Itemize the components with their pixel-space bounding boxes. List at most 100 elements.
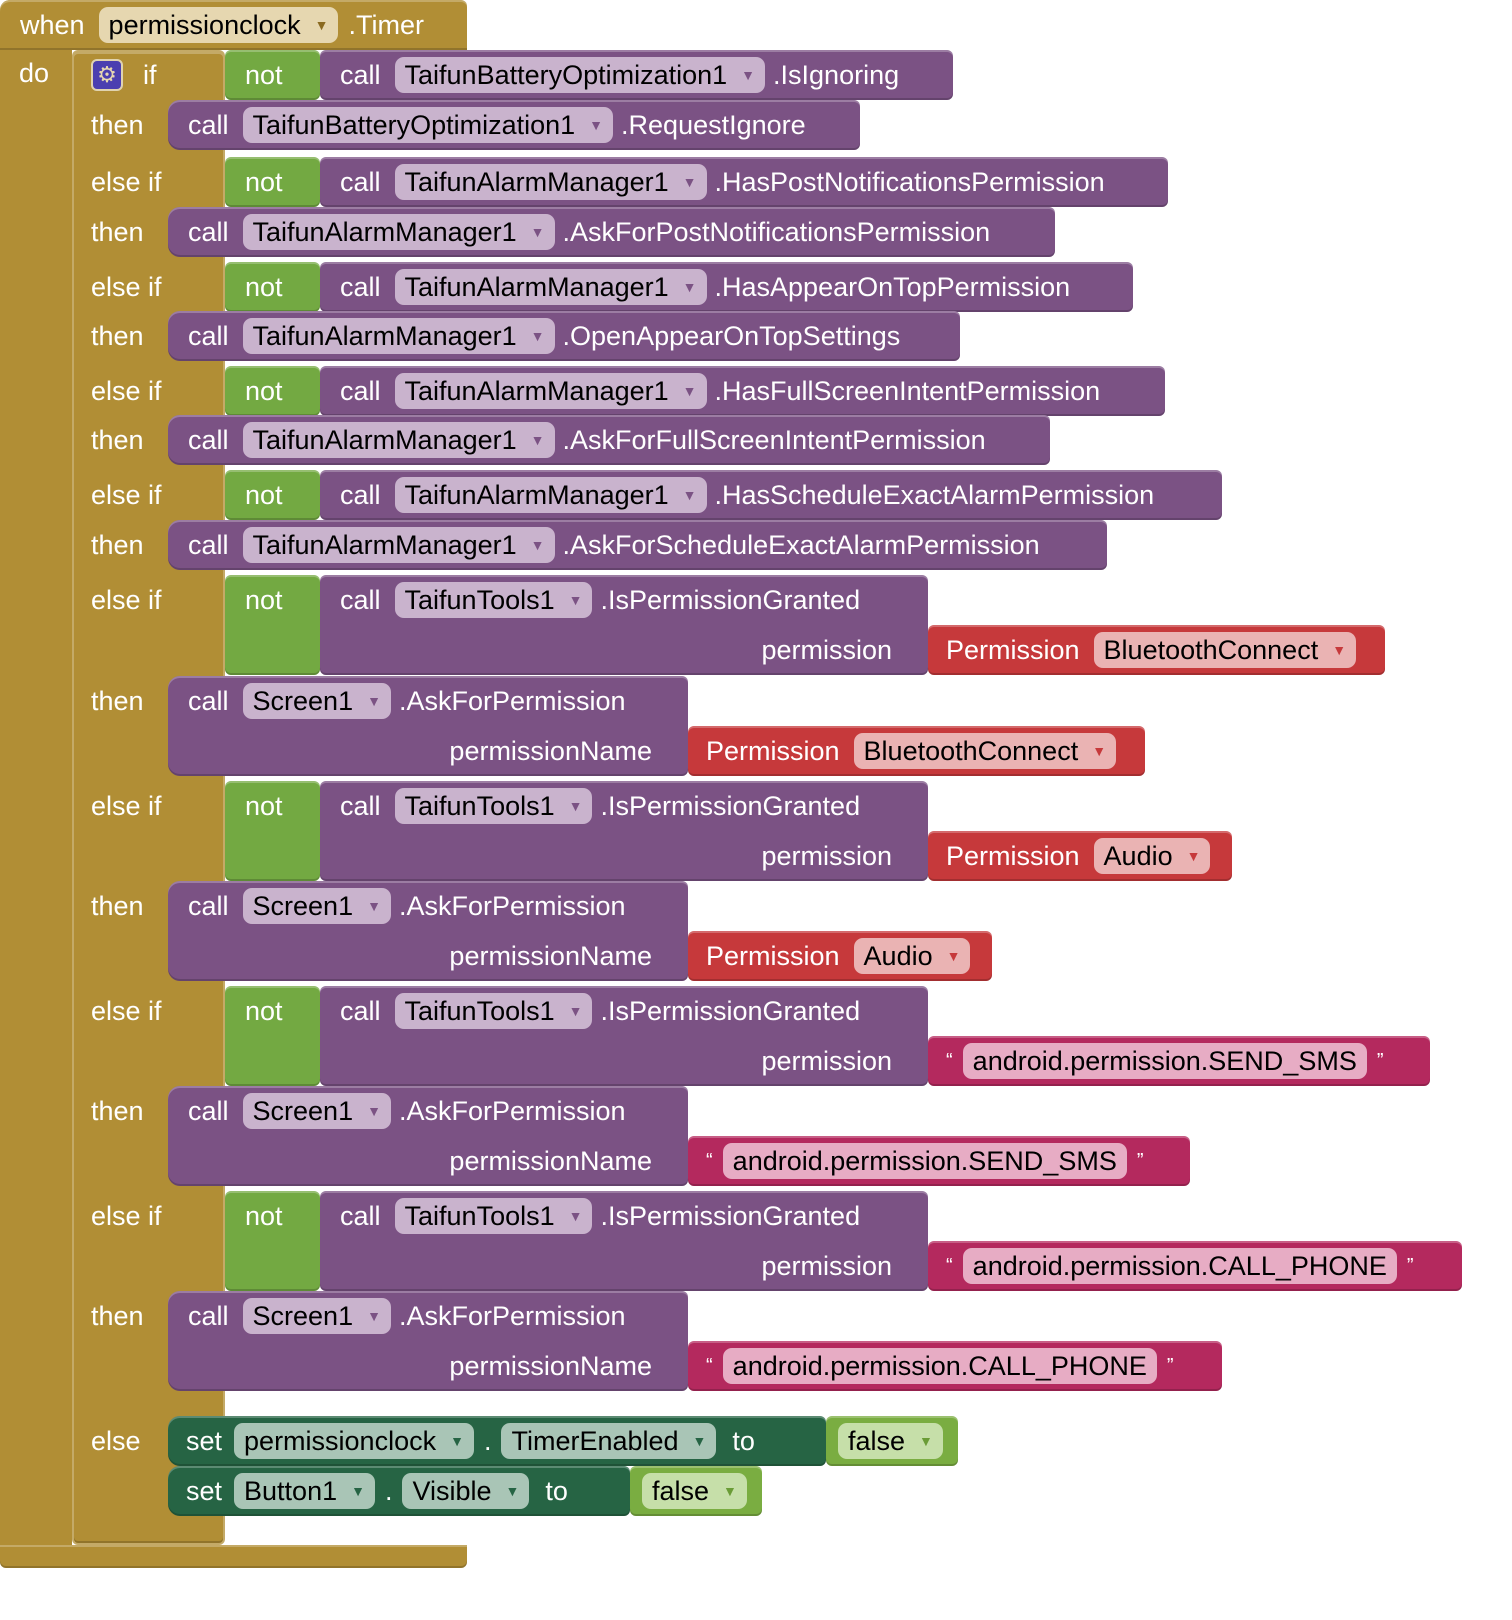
property-dropdown[interactable]: TimerEnabled▼ bbox=[501, 1423, 717, 1459]
boolean-dropdown[interactable]: false▼ bbox=[838, 1423, 943, 1459]
dropdown-value: TaifunAlarmManager1 bbox=[404, 479, 669, 510]
then-label: then bbox=[91, 1301, 144, 1331]
event-block-body bbox=[0, 0, 72, 1568]
component-dropdown[interactable]: TaifunAlarmManager1▼ bbox=[394, 269, 707, 305]
dropdown-arrow-icon: ▼ bbox=[741, 67, 756, 83]
permission-dropdown[interactable]: Audio▼ bbox=[1093, 838, 1211, 874]
dropdown-arrow-icon: ▼ bbox=[367, 1308, 381, 1324]
to-keyword: to bbox=[732, 1425, 755, 1456]
permission-dropdown[interactable]: Audio▼ bbox=[853, 938, 971, 974]
component-dropdown[interactable]: TaifunTools1▼ bbox=[394, 582, 593, 618]
boolean-dropdown[interactable]: false▼ bbox=[642, 1473, 747, 1509]
not-block[interactable]: not bbox=[225, 262, 320, 312]
text-value-field[interactable]: android.permission.SEND_SMS bbox=[962, 1043, 1367, 1079]
text-string-block[interactable]: “android.permission.CALL_PHONE” bbox=[928, 1241, 1462, 1291]
dropdown-arrow-icon: ▼ bbox=[530, 432, 545, 448]
property-dropdown[interactable]: Visible▼ bbox=[402, 1473, 530, 1509]
text-value-field[interactable]: android.permission.CALL_PHONE bbox=[962, 1248, 1397, 1284]
dropdown-value: TaifunAlarmManager1 bbox=[252, 320, 517, 351]
component-dropdown[interactable]: TaifunTools1▼ bbox=[394, 1198, 593, 1234]
component-dropdown[interactable]: TaifunBatteryOptimization1▼ bbox=[242, 107, 614, 143]
text-string-block[interactable]: “android.permission.CALL_PHONE” bbox=[688, 1341, 1222, 1391]
not-block[interactable]: not bbox=[225, 1191, 320, 1291]
component-dropdown[interactable]: TaifunAlarmManager1▼ bbox=[394, 373, 707, 409]
dropdown-arrow-icon: ▼ bbox=[568, 1208, 583, 1224]
boolean-block[interactable]: false▼ bbox=[630, 1466, 762, 1516]
not-block[interactable]: not bbox=[225, 986, 320, 1086]
permission-dropdown[interactable]: BluetoothConnect▼ bbox=[1093, 632, 1357, 668]
text-string-block[interactable]: “android.permission.SEND_SMS” bbox=[928, 1036, 1430, 1086]
then-label: then bbox=[91, 530, 144, 560]
not-block[interactable]: not bbox=[225, 366, 320, 416]
component-dropdown[interactable]: permissionclock▼ bbox=[98, 7, 339, 43]
dropdown-arrow-icon: ▼ bbox=[367, 898, 381, 914]
component-dropdown[interactable]: TaifunTools1▼ bbox=[394, 993, 593, 1029]
argument-label: permissionName bbox=[449, 1146, 652, 1176]
component-dropdown[interactable]: Button1▼ bbox=[234, 1473, 375, 1509]
open-quote: “ bbox=[946, 1254, 953, 1277]
dropdown-arrow-icon: ▼ bbox=[946, 948, 961, 964]
else-if-label: else if bbox=[91, 585, 162, 615]
not-block[interactable]: not bbox=[225, 157, 320, 207]
permission-dropdown[interactable]: BluetoothConnect▼ bbox=[853, 733, 1117, 769]
gear-icon[interactable]: ⚙ bbox=[91, 59, 123, 91]
not-block[interactable]: not bbox=[225, 575, 320, 675]
component-dropdown[interactable]: TaifunAlarmManager1▼ bbox=[242, 214, 555, 250]
dropdown-arrow-icon: ▼ bbox=[682, 174, 697, 190]
text-string-row: “android.permission.SEND_SMS” bbox=[688, 1136, 1190, 1186]
call-keyword: call bbox=[188, 216, 229, 247]
text-string-block[interactable]: “android.permission.SEND_SMS” bbox=[688, 1136, 1190, 1186]
not-block[interactable]: not bbox=[225, 50, 320, 100]
not-block[interactable]: not bbox=[225, 470, 320, 520]
component-dropdown[interactable]: TaifunTools1▼ bbox=[394, 788, 593, 824]
component-dropdown[interactable]: TaifunAlarmManager1▼ bbox=[394, 164, 707, 200]
method-name: .AskForPermission bbox=[398, 890, 626, 921]
boolean-row: false▼ bbox=[826, 1416, 958, 1466]
component-dropdown[interactable]: TaifunAlarmManager1▼ bbox=[242, 318, 555, 354]
component-dropdown[interactable]: Screen1▼ bbox=[242, 888, 391, 924]
component-dropdown[interactable]: Screen1▼ bbox=[242, 1093, 391, 1129]
component-dropdown[interactable]: TaifunAlarmManager1▼ bbox=[394, 477, 707, 513]
dropdown-value: Screen1 bbox=[252, 1095, 354, 1126]
component-dropdown[interactable]: Screen1 ▼ bbox=[242, 1298, 391, 1334]
dropdown-arrow-icon: ▼ bbox=[682, 279, 697, 295]
component-dropdown[interactable]: permissionclock▼ bbox=[234, 1423, 474, 1459]
dropdown-value: TaifunAlarmManager1 bbox=[252, 424, 517, 455]
component-dropdown[interactable]: Screen1▼ bbox=[242, 683, 391, 719]
component-dropdown[interactable]: TaifunAlarmManager1 ▼ bbox=[242, 422, 555, 458]
text-value-field[interactable]: android.permission.SEND_SMS bbox=[722, 1143, 1127, 1179]
then-label: then bbox=[91, 425, 144, 455]
boolean-block[interactable]: false▼ bbox=[826, 1416, 958, 1466]
component-dropdown[interactable]: TaifunAlarmManager1▼ bbox=[242, 527, 555, 563]
component-dropdown[interactable]: TaifunBatteryOptimization1▼ bbox=[394, 57, 766, 93]
not-block[interactable]: not bbox=[225, 781, 320, 881]
dropdown-value: Screen1 bbox=[252, 1300, 354, 1331]
text-value-field[interactable]: android.permission.CALL_PHONE bbox=[722, 1348, 1157, 1384]
